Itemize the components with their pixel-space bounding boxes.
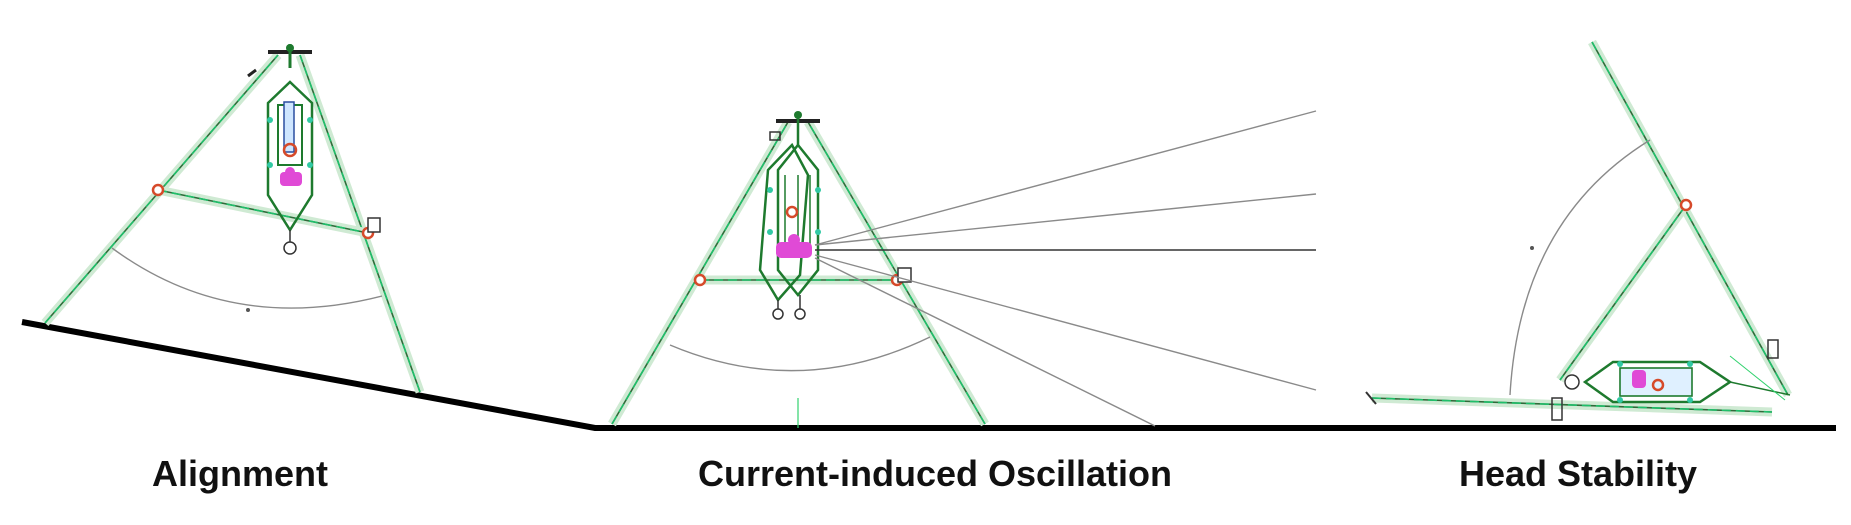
caption-current-induced-oscillation: Current-induced Oscillation [697,453,1173,494]
alignment-tripod [41,44,425,394]
ground-line [21,319,1836,431]
caption-alignment: Alignment [152,453,328,494]
head-stability-tripod [1365,39,1792,421]
caption-head-stability: Head Stability [1458,453,1698,494]
oscillation-tripod [608,110,1317,428]
